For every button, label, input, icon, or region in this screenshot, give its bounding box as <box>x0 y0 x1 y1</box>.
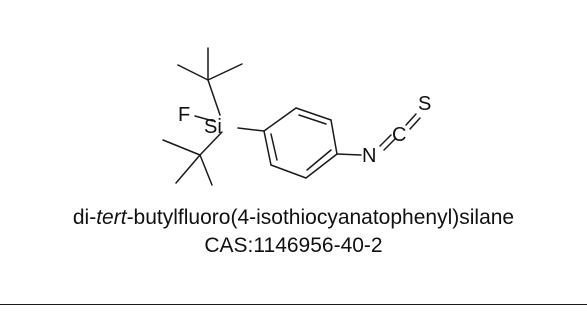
benzene-ring <box>263 107 338 179</box>
ring-bond-6 <box>263 130 272 166</box>
bond-lower-tbu-methyl-3 <box>199 154 213 186</box>
atom-label-carbon: C <box>392 124 406 146</box>
bond-upper-tbu-methyl-2 <box>207 63 243 81</box>
bond-aryl-n <box>336 153 362 156</box>
chemical-structure-diagram: F Si N C S <box>162 47 431 186</box>
compound-name-italic: tert <box>96 206 127 229</box>
ring-bond-2 <box>295 107 332 121</box>
ring-bond-3 <box>330 119 338 155</box>
bond-si-lower-quaternary-carbon <box>199 131 223 156</box>
ring-double-bond-inner-1 <box>298 114 327 125</box>
compound-name-prefix: di- <box>72 206 97 229</box>
ring-bond-1 <box>263 107 297 132</box>
bond-n-c-double-2 <box>383 138 396 151</box>
bond-lower-tbu-methyl-1 <box>162 139 201 156</box>
bottom-divider <box>0 304 587 305</box>
atom-label-nitrogen: N <box>362 145 376 167</box>
bond-lower-tbu-methyl-2 <box>175 154 201 184</box>
lower-tert-butyl-group <box>162 131 223 186</box>
ring-bond-4 <box>305 153 338 179</box>
ring-double-bond-inner-2 <box>306 149 332 171</box>
bond-si-upper-quaternary-carbon <box>207 79 221 116</box>
bond-si-aryl <box>237 127 265 132</box>
compound-name-suffix: -butylfluoro(4-isothiocyanatophenyl)sila… <box>126 206 515 229</box>
compound-name: di-tert-butylfluoro(4-isothiocyanatophen… <box>0 206 587 230</box>
cas-number: CAS:1146956-40-2 <box>204 234 383 257</box>
atom-label-sulfur: S <box>418 93 431 115</box>
bond-n-c-double-1 <box>379 134 392 147</box>
upper-tert-butyl-group <box>177 47 243 116</box>
atom-label-silicon: Si <box>204 116 222 138</box>
ring-bond-5 <box>270 164 307 179</box>
atom-label-fluorine: F <box>178 104 190 126</box>
bond-si-f <box>194 115 214 122</box>
bond-c-s-double-2 <box>409 117 421 130</box>
bond-upper-tbu-methyl-3 <box>177 64 209 81</box>
bond-c-s-double-1 <box>405 113 417 126</box>
ring-double-bond-inner-3 <box>270 133 278 161</box>
